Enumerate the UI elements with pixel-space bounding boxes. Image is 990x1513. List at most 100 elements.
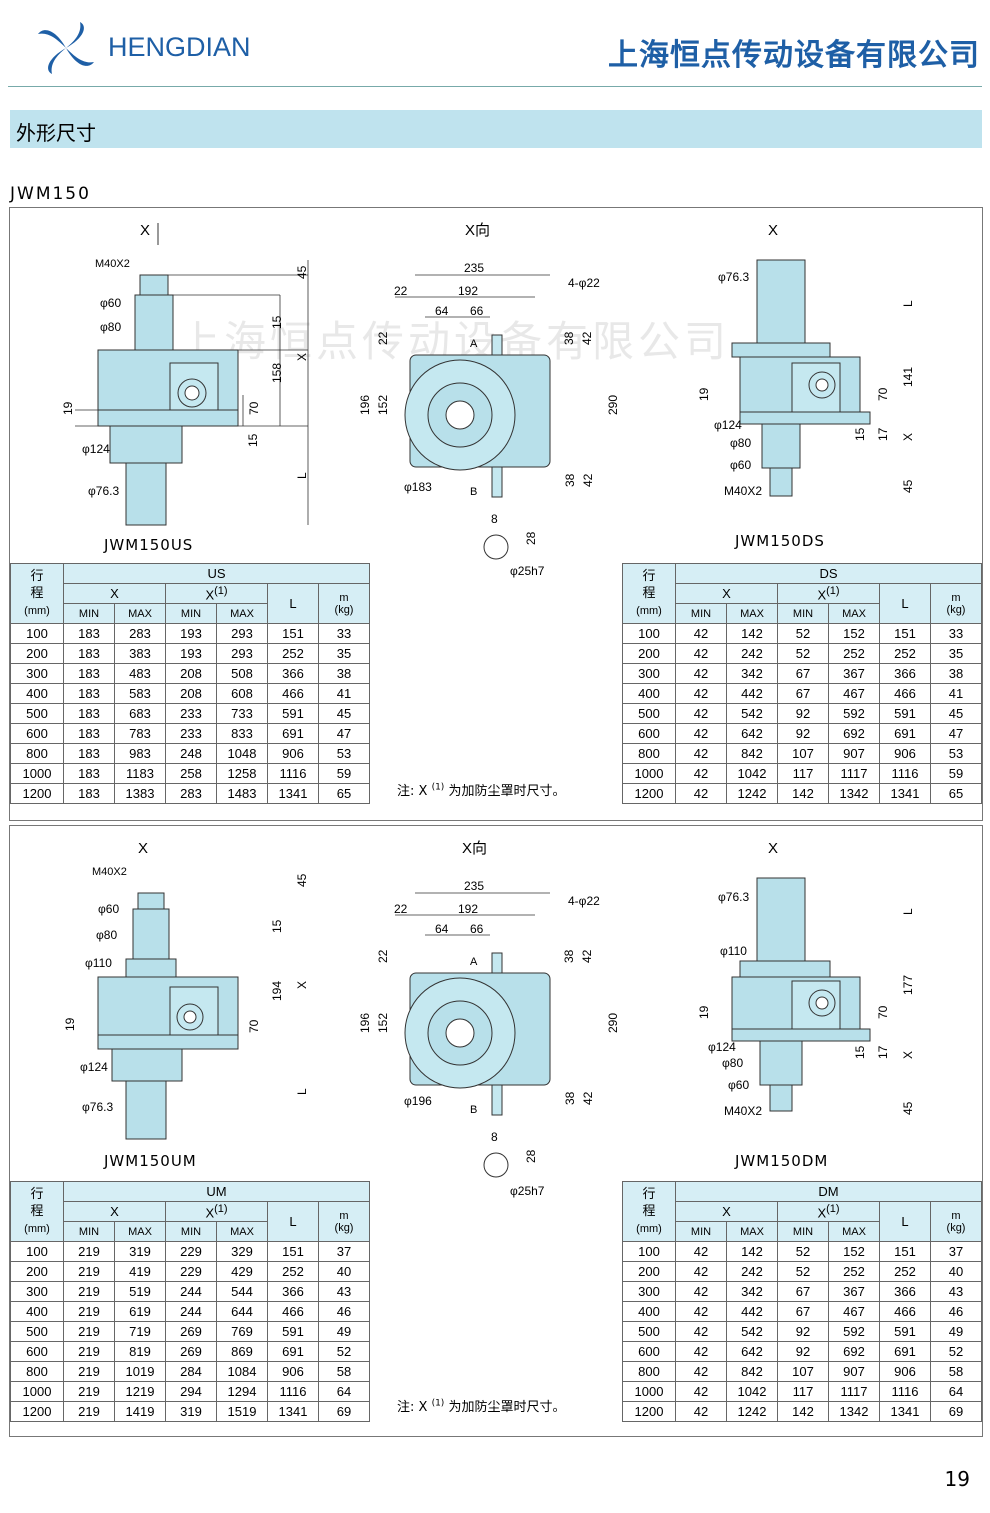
svg-text:X: X xyxy=(295,981,309,989)
table-cell: 683 xyxy=(114,703,166,724)
table-cell: 200 xyxy=(622,1261,676,1282)
table-um: 行程(mm) UM X X(1) L m(kg) MIN MAX MIN MAX… xyxy=(10,1181,371,1422)
table-cell: 42 xyxy=(675,703,727,724)
table-cell: 500 xyxy=(622,1321,676,1342)
svg-text:φ76.3: φ76.3 xyxy=(718,890,749,904)
svg-text:L: L xyxy=(901,300,915,307)
table-cell: 42 xyxy=(675,683,727,704)
table-cell: 800 xyxy=(10,1361,64,1382)
drawing-xview-top: X向 235 22 192 64 66 4-φ22 A B 22 196 152… xyxy=(358,222,620,578)
table-cell: 400 xyxy=(10,1301,64,1322)
page-number: 19 xyxy=(944,1467,970,1491)
table-cell: 600 xyxy=(622,723,676,744)
svg-text:45: 45 xyxy=(295,873,309,887)
table-cell: 244 xyxy=(165,1301,217,1322)
table-cell: 219 xyxy=(63,1361,115,1382)
svg-text:235: 235 xyxy=(464,879,484,893)
table-cell: 1200 xyxy=(10,1401,64,1422)
svg-text:4-φ22: 4-φ22 xyxy=(568,276,600,290)
svg-text:19: 19 xyxy=(697,387,711,401)
table-cell: 42 xyxy=(675,743,727,764)
table-cell: 1200 xyxy=(622,1401,676,1422)
svg-text:A: A xyxy=(470,956,478,968)
table-cell: 1084 xyxy=(216,1361,268,1382)
table-cell: 1483 xyxy=(216,783,268,804)
table-cell: 151 xyxy=(879,1241,931,1262)
svg-text:19: 19 xyxy=(61,401,75,415)
table-cell: 1383 xyxy=(114,783,166,804)
table-cell: 293 xyxy=(216,643,268,664)
table-cell: 608 xyxy=(216,683,268,704)
table-cell: 429 xyxy=(216,1261,268,1282)
table-cell: 600 xyxy=(622,1341,676,1362)
table-cell: 500 xyxy=(622,703,676,724)
table-cell: 45 xyxy=(929,703,983,724)
table-cell: 500 xyxy=(10,703,64,724)
svg-text:15: 15 xyxy=(853,1045,867,1059)
table-cell: 1200 xyxy=(622,783,676,804)
table-cell: 100 xyxy=(10,623,64,644)
table-cell: 67 xyxy=(777,1281,829,1302)
table-cell: 53 xyxy=(929,743,983,764)
table-cell: 52 xyxy=(929,1341,983,1362)
table-cell: 544 xyxy=(216,1281,268,1302)
svg-text:φ110: φ110 xyxy=(85,956,112,970)
table-cell: 842 xyxy=(726,743,778,764)
table-cell: 1258 xyxy=(216,763,268,784)
table-cell: 41 xyxy=(929,683,983,704)
table-dm: 行程(mm) DM X X(1) L m(kg) MIN MAX MIN MAX… xyxy=(622,1181,983,1422)
svg-text:X: X xyxy=(295,353,309,361)
svg-text:19: 19 xyxy=(63,1017,77,1031)
table-cell: 42 xyxy=(675,1241,727,1262)
table-cell: 283 xyxy=(114,623,166,644)
svg-text:66: 66 xyxy=(470,304,484,318)
table-cell: 691 xyxy=(879,723,931,744)
table-cell: 58 xyxy=(929,1361,983,1382)
svg-text:42: 42 xyxy=(580,331,594,345)
table-cell: 591 xyxy=(267,703,319,724)
table-cell: 692 xyxy=(828,723,880,744)
table-cell: 419 xyxy=(114,1261,166,1282)
svg-text:φ76.3: φ76.3 xyxy=(718,270,749,284)
svg-text:192: 192 xyxy=(458,284,478,298)
model-title: JWM150 xyxy=(10,184,91,204)
table-cell: 583 xyxy=(114,683,166,704)
drawing-dm: X φ76.3 φ110 φ124 φ80 φ60 M40X2 19 70 17… xyxy=(697,840,915,1118)
svg-text:X: X xyxy=(901,1051,915,1059)
svg-text:196: 196 xyxy=(358,395,372,415)
table-cell: 1116 xyxy=(879,763,931,784)
table-cell: 252 xyxy=(828,643,880,664)
table-cell: 208 xyxy=(165,663,217,684)
table-cell: 200 xyxy=(622,643,676,664)
svg-text:42: 42 xyxy=(581,1091,595,1105)
svg-text:38: 38 xyxy=(562,331,576,345)
svg-text:38: 38 xyxy=(562,949,576,963)
table-cell: 64 xyxy=(929,1381,983,1402)
svg-text:X: X xyxy=(768,840,778,857)
svg-text:45: 45 xyxy=(295,265,309,279)
table-cell: 219 xyxy=(63,1281,115,1302)
svg-text:φ25h7: φ25h7 xyxy=(510,1184,545,1198)
panel-bottom xyxy=(9,825,983,1437)
table-cell: 906 xyxy=(267,1361,319,1382)
table-cell: 42 xyxy=(675,623,727,644)
table-cell: 40 xyxy=(317,1261,371,1282)
svg-text:B: B xyxy=(470,486,477,498)
svg-text:φ60: φ60 xyxy=(100,296,121,310)
table-cell: 400 xyxy=(622,1301,676,1322)
table-cell: 40 xyxy=(929,1261,983,1282)
table-cell: 92 xyxy=(777,1321,829,1342)
svg-text:X: X xyxy=(901,433,915,441)
table-cell: 1042 xyxy=(726,763,778,784)
svg-text:196: 196 xyxy=(358,1013,372,1033)
svg-text:A: A xyxy=(470,338,478,350)
